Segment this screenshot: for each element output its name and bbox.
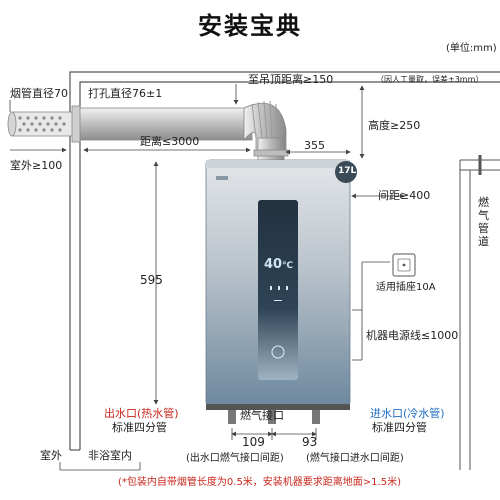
bottom-note: (*包装内自带烟管长度为0.5米，安装机器要求距离地面>1.5米) [118,477,401,488]
drill-hole-label: 打孔直径76±1 [88,87,163,100]
distance-label: 距离≤3000 [140,135,200,148]
hot-outlet-label: 出水口(热水管) [104,407,179,420]
display-temperature: 40℃ [264,257,293,272]
page-title: 安装宝典 [198,12,302,40]
socket-icon [392,253,416,277]
dim-109-label: 109 [242,435,265,449]
gas-pipe [459,155,500,470]
gas-pipe-label: 燃气管道 [478,196,489,248]
ceiling-distance-label: 至吊顶距离≥150 [248,73,334,86]
width-355-label: 355 [304,139,325,152]
dim-109-note: (出水口燃气接口间距) [186,453,284,464]
flue-diameter-label: 烟管直径70 [10,87,68,100]
outdoor-label: 室外 [40,449,62,462]
gas-inlet-label: 燃气接口 [240,409,284,422]
tolerance-note: （因人工量取，误差±3mm） [376,75,484,84]
spacing-label: 间距≥400 [378,189,431,202]
walls [69,71,500,451]
capacity-badge: 17L [338,166,357,176]
cold-standard-label: 标准四分管 [372,421,427,434]
socket-label: 适用插座10A [376,282,436,293]
outdoor-distance-label: 室外≥100 [10,159,63,172]
dimension-lines [9,84,405,471]
dim-93-label: 93 [302,435,318,449]
water-heater [205,159,357,424]
non-bathroom-label: 非浴室内 [88,449,132,462]
power-cord-label: 机器电源线≤1000 [366,329,459,342]
unit-note: (单位:mm) [446,43,497,54]
height-label: 高度≥250 [368,119,421,132]
height-595-label: 595 [140,273,163,287]
hot-standard-label: 标准四分管 [112,421,167,434]
cold-inlet-label: 进水口(冷水管) [370,407,445,420]
flue-pipe [7,100,289,163]
dim-93-note: (燃气接口进水口间距) [306,453,404,464]
